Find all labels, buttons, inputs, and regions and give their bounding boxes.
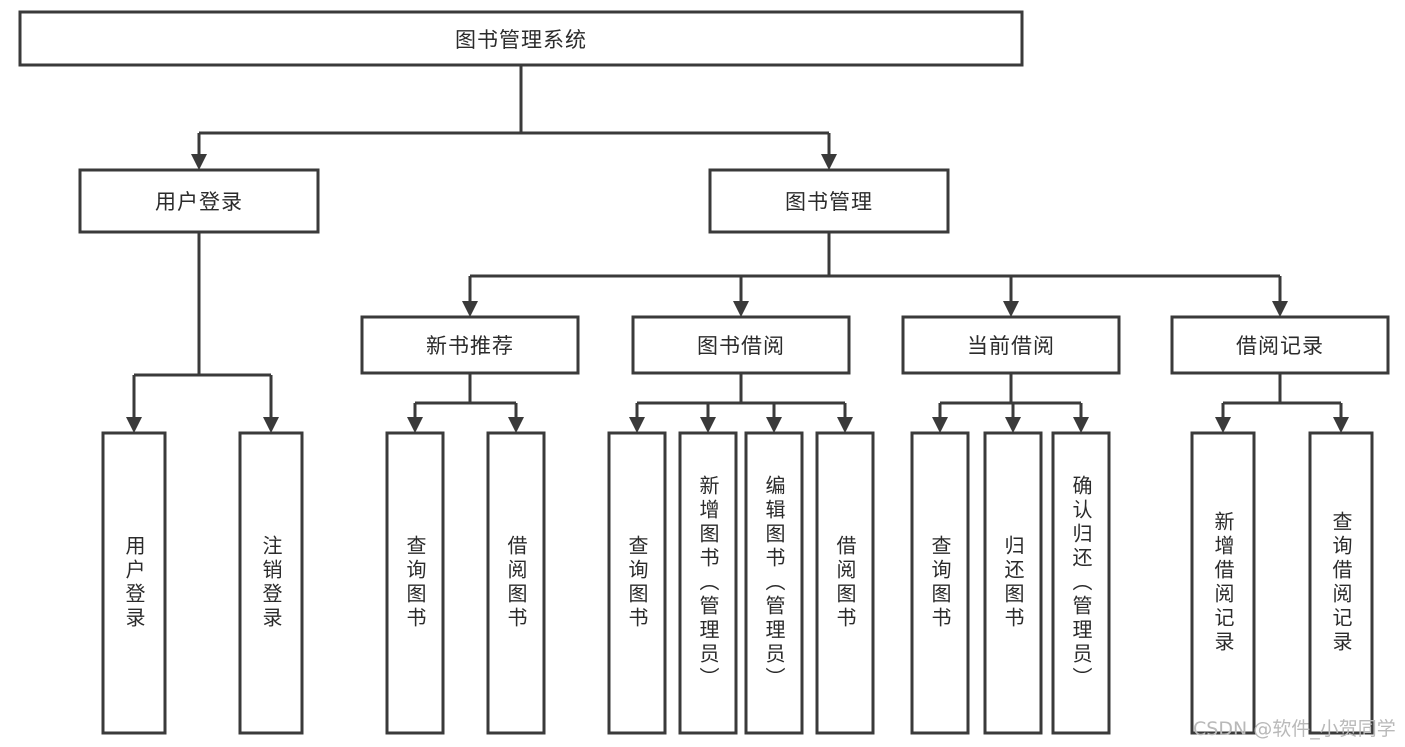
node-box-leaf-borrow-book bbox=[815, 431, 875, 735]
node-box-leaf-user-login bbox=[101, 431, 167, 735]
arrow-head-leaf-query-book-rec bbox=[407, 417, 423, 433]
node-box-book-manage bbox=[708, 168, 950, 234]
arrow-head-new-book-recommend bbox=[462, 301, 478, 317]
node-box-user-login bbox=[78, 168, 320, 234]
arrow-head-leaf-add-book-admin bbox=[700, 417, 716, 433]
arrow-head-leaf-logout-login bbox=[263, 417, 279, 433]
node-box-borrow-record bbox=[1170, 315, 1390, 375]
node-box-leaf-borrow-book-rec bbox=[486, 431, 546, 735]
node-box-leaf-return-book bbox=[983, 431, 1043, 735]
node-box-root bbox=[18, 10, 1024, 67]
arrow-head-leaf-user-login bbox=[126, 417, 142, 433]
arrow-head-leaf-borrow-book bbox=[837, 417, 853, 433]
node-box-leaf-logout-login bbox=[238, 431, 304, 735]
node-box-leaf-add-borrow-record bbox=[1190, 431, 1256, 735]
arrow-head-leaf-query-borrow-record bbox=[1333, 417, 1349, 433]
arrow-head-borrow-record bbox=[1272, 301, 1288, 317]
arrow-head-book-borrow bbox=[733, 301, 749, 317]
node-box-leaf-edit-book-admin bbox=[744, 431, 804, 735]
node-box-leaf-confirm-return-admin bbox=[1051, 431, 1111, 735]
node-box-leaf-query-book-rec bbox=[385, 431, 445, 735]
node-box-leaf-query-borrow-record bbox=[1308, 431, 1374, 735]
arrow-head-leaf-return-book bbox=[1005, 417, 1021, 433]
arrow-head-leaf-borrow-book-rec bbox=[508, 417, 524, 433]
arrow-head-leaf-query-book-borrow bbox=[629, 417, 645, 433]
arrow-head-leaf-add-borrow-record bbox=[1215, 417, 1231, 433]
node-box-current-borrow bbox=[901, 315, 1121, 375]
arrow-head-leaf-query-book-cur bbox=[932, 417, 948, 433]
node-box-book-borrow bbox=[631, 315, 851, 375]
node-boxes-layer bbox=[18, 10, 1390, 735]
arrow-head-leaf-edit-book-admin bbox=[766, 417, 782, 433]
arrow-head-user-login bbox=[191, 154, 207, 170]
node-box-leaf-add-book-admin bbox=[678, 431, 738, 735]
arrow-head-leaf-confirm-return-admin bbox=[1073, 417, 1089, 433]
node-box-new-book-recommend bbox=[360, 315, 580, 375]
arrow-head-book-manage bbox=[821, 154, 837, 170]
arrow-head-current-borrow bbox=[1003, 301, 1019, 317]
node-box-leaf-query-book-borrow bbox=[607, 431, 667, 735]
connectors-layer bbox=[126, 65, 1349, 433]
node-box-leaf-query-book-cur bbox=[910, 431, 970, 735]
